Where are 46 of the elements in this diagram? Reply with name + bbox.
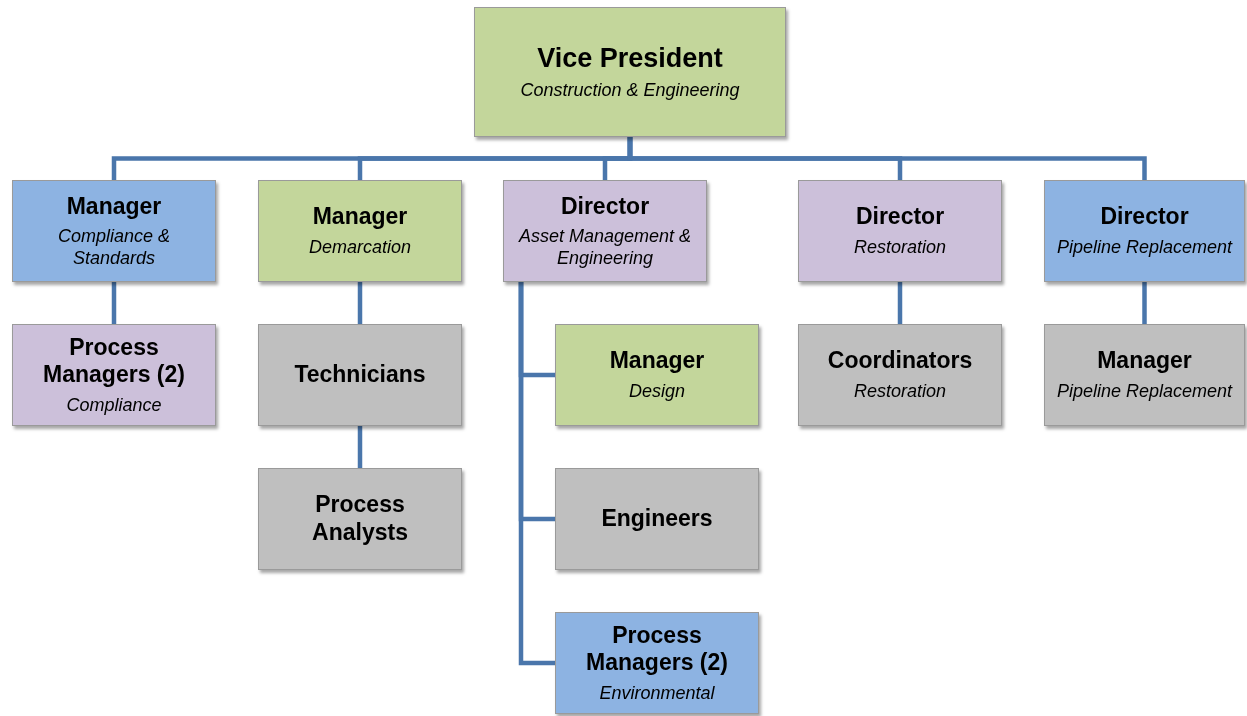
- role-subtitle: Environmental: [599, 682, 715, 705]
- role-title: Process Managers (2): [42, 333, 186, 389]
- connector-line: [627, 137, 1147, 180]
- org-box: [503, 180, 707, 282]
- role-subtitle: Compliance: [66, 394, 162, 417]
- role-subtitle: Restoration: [853, 237, 947, 259]
- org-box: [555, 324, 759, 426]
- connector-line: [111, 282, 117, 324]
- role-title: Manager: [312, 203, 408, 231]
- role-title: Manager: [66, 192, 162, 221]
- connector-line: [357, 426, 363, 468]
- role-title: Manager: [1097, 347, 1192, 375]
- role-title: Coordinators: [827, 347, 973, 375]
- role-subtitle: Construction & Engineering: [520, 80, 740, 102]
- role-title: Vice President: [537, 42, 723, 75]
- connector-line: [897, 282, 903, 324]
- role-title: Process Analysts: [311, 491, 409, 547]
- role-title: Manager: [609, 347, 705, 375]
- role-subtitle: Pipeline Replacement: [1056, 237, 1233, 259]
- role-title: Director: [560, 192, 650, 221]
- role-title: Technicians: [294, 361, 426, 389]
- org-box: [12, 324, 216, 426]
- connector-line: [357, 282, 363, 324]
- org-box: [12, 180, 216, 282]
- org-box: [555, 612, 759, 714]
- role-subtitle: Pipeline Replacement: [1056, 381, 1233, 403]
- role-subtitle: Design: [629, 381, 685, 403]
- org-box: [258, 324, 462, 426]
- org-box: [1044, 180, 1245, 282]
- org-box: [1044, 324, 1245, 426]
- role-title: Engineers: [601, 505, 713, 533]
- org-box: [798, 180, 1002, 282]
- connector-line: [518, 282, 555, 666]
- role-subtitle: Asset Management & Engineering: [517, 226, 693, 270]
- org-box: [258, 180, 462, 282]
- connector-line: [1142, 282, 1147, 324]
- role-title: Director: [1100, 203, 1189, 231]
- org-box: [258, 468, 462, 570]
- role-subtitle: Restoration: [853, 381, 947, 403]
- org-box: [474, 7, 786, 137]
- org-box: [798, 324, 1002, 426]
- role-subtitle: Compliance & Standards: [56, 226, 172, 270]
- org-box: [555, 468, 759, 570]
- role-title: Director: [855, 203, 945, 231]
- role-title: Process Managers (2): [585, 621, 729, 677]
- role-subtitle: Demarcation: [308, 237, 411, 259]
